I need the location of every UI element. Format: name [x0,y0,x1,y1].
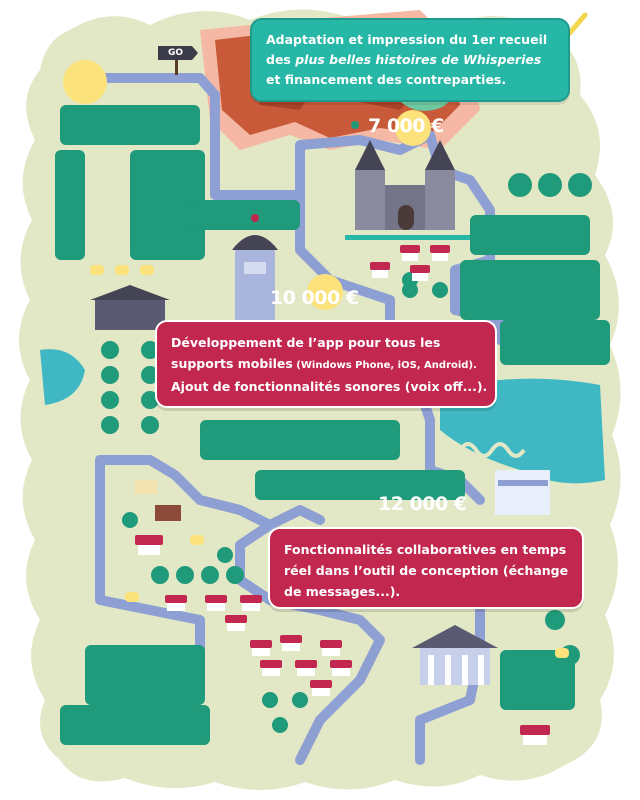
milestone-2-line-1: Développement de l’app pour tous les [171,335,441,350]
milestone-1-line-2-italic: plus belles histoires de Whisperies [295,52,542,67]
tower [232,214,278,320]
milestone-bubble-1: Adaptation et impression du 1er recueil … [250,18,570,102]
milestone-2-line-2-main: supports mobiles [171,356,293,371]
go-sign-label: GO [168,48,184,58]
milestone-bubble-3: Fonctionnalités collaboratives en temps … [268,527,584,609]
milestone-1-line-1: Adaptation et impression du 1er recueil [266,32,548,47]
goal-amount-1: 7 000 € [368,115,444,137]
goal-amount-3: 12 000 € [378,493,467,515]
village [135,245,550,745]
goal-amount-2: 10 000 € [270,287,359,309]
milestone-bubble-2: Développement de l’app pour tous les sup… [155,320,497,408]
hay-bales [90,265,569,658]
milestone-1-line-2-prefix: des [266,52,296,67]
milestone-2-line-2: supports mobiles (Windows Phone, iOS, An… [171,353,481,376]
milestone-3-line-2: réel dans l’outil de conception (échange [284,563,569,578]
castle [345,140,470,240]
milestone-2-line-3: Ajout de fonctionnalités sonores (voix o… [171,379,488,394]
goal-marker-icons [307,110,431,310]
milestone-2-line-2-platforms: (Windows Phone, iOS, Android). [292,360,477,371]
forest [55,105,610,745]
milestone-3-line-1: Fonctionnalités collaboratives en temps [284,542,567,557]
sun [63,60,107,104]
go-signpost [158,46,198,75]
milestone-1-line-3: et financement des contreparties. [266,72,507,87]
temples [90,285,550,685]
milestone-1-line-2: des plus belles histoires de Whisperies [266,50,554,70]
milestone-3-line-3: de messages...). [284,584,401,599]
